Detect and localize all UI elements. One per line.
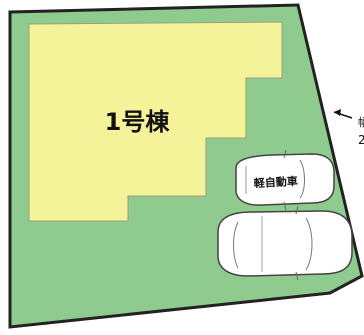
dimension-arrowhead	[334, 109, 341, 116]
side-note-line1: 幅	[358, 116, 364, 129]
building-footprint	[28, 21, 283, 222]
kei-car-label: 軽自動車	[253, 174, 298, 190]
kei-car	[235, 149, 335, 211]
building-label: 1号棟	[105, 108, 171, 136]
regular-car	[217, 205, 353, 281]
side-note-line2: 2	[358, 133, 364, 147]
